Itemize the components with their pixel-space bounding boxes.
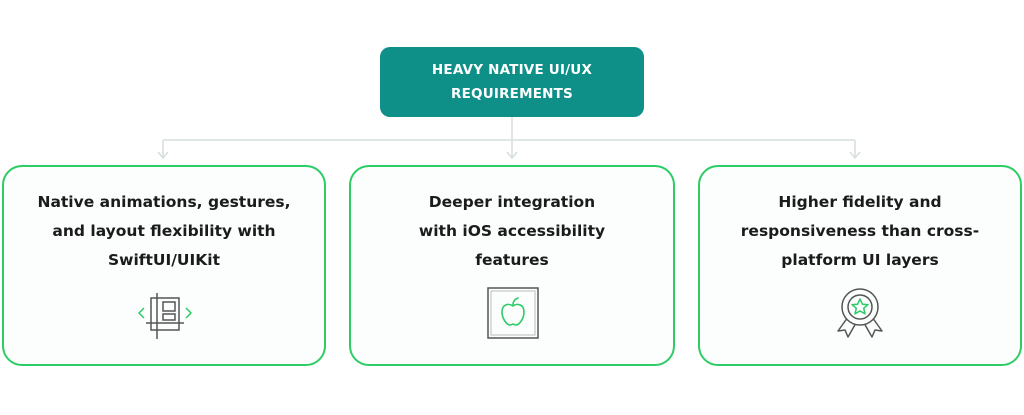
- root-title-line-1: HEAVY NATIVE UI/UX: [431, 62, 593, 78]
- card-line: Native animations, gestures,: [37, 193, 291, 211]
- award-badge-icon: [837, 288, 883, 338]
- layout-grid-icon: [137, 293, 193, 339]
- card-line: platform UI layers: [781, 251, 939, 269]
- arrowhead-center: [506, 151, 518, 160]
- arrowhead-left: [157, 151, 169, 160]
- card-line: and layout flexibility with: [52, 222, 276, 240]
- card-line: features: [475, 251, 549, 269]
- card-line: Higher fidelity and: [778, 193, 942, 211]
- root-title-line-2: REQUIREMENTS: [451, 86, 573, 102]
- card-line: with iOS accessibility: [418, 222, 606, 240]
- root-node: HEAVY NATIVE UI/UX REQUIREMENTS: [380, 47, 644, 117]
- card-native-animations: Native animations, gestures, and layout …: [2, 165, 326, 366]
- card-ios-accessibility: Deeper integration with iOS accessibilit…: [349, 165, 675, 366]
- apple-logo-icon: [487, 287, 539, 339]
- card-text: Native animations, gestures, and layout …: [4, 188, 324, 275]
- arrowhead-right: [849, 151, 861, 160]
- card-line: Deeper integration: [428, 193, 596, 211]
- card-text: Higher fidelity and responsiveness than …: [700, 188, 1020, 275]
- card-line: responsiveness than cross-: [740, 222, 980, 240]
- card-text: Deeper integration with iOS accessibilit…: [351, 188, 673, 275]
- card-line: SwiftUI/UIKit: [107, 251, 221, 269]
- card-higher-fidelity: Higher fidelity and responsiveness than …: [698, 165, 1022, 366]
